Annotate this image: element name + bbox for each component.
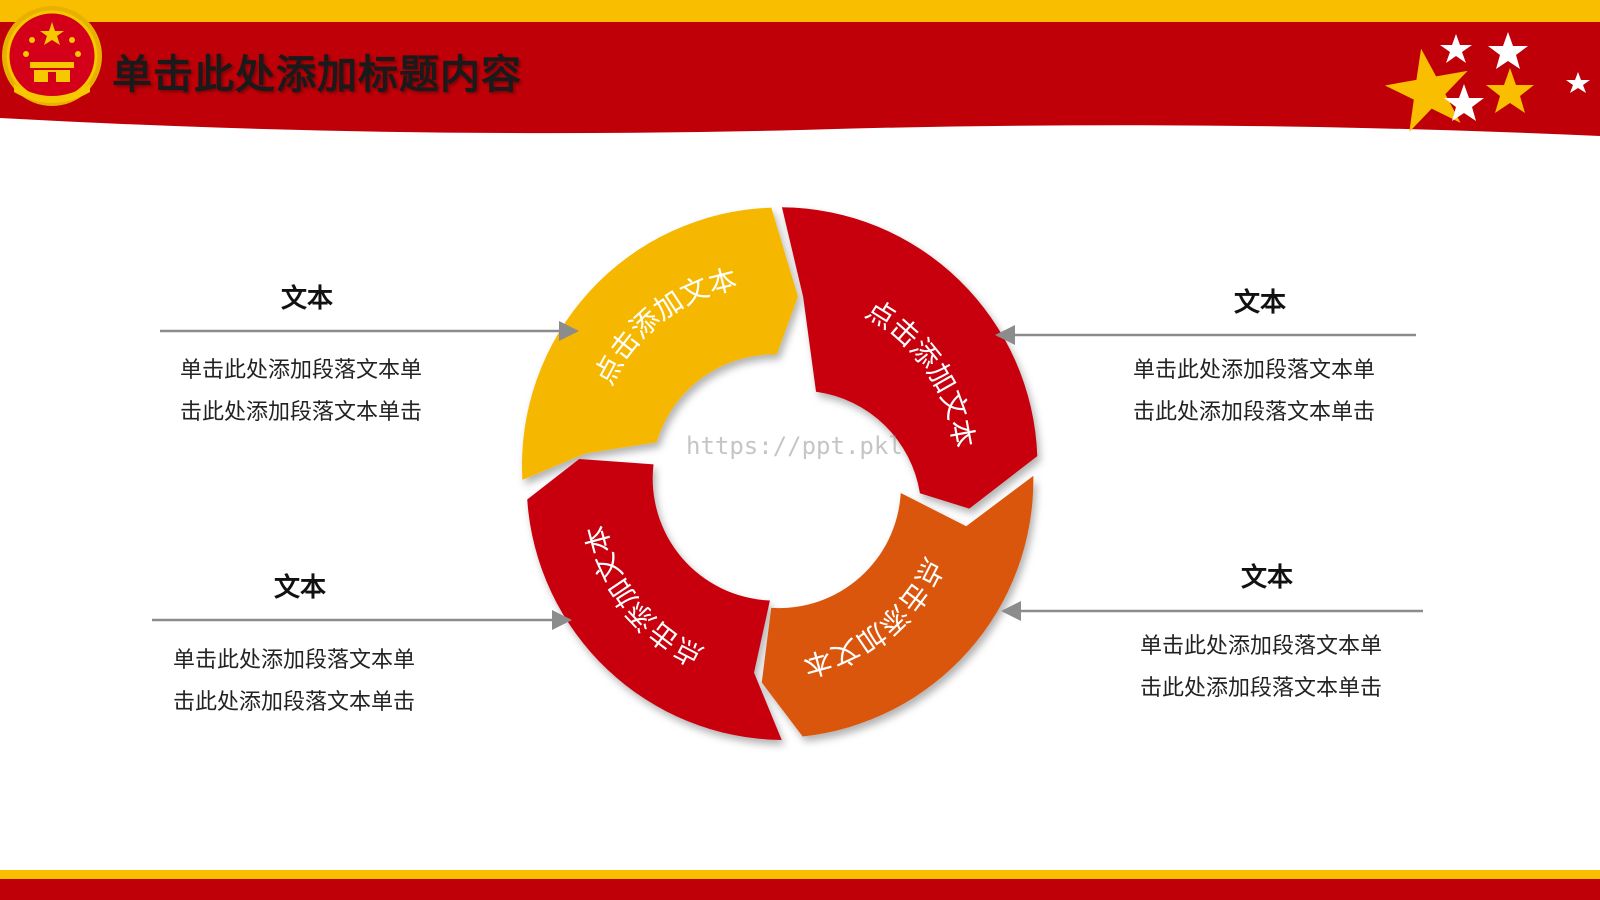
- callout-heading: 文本: [1233, 288, 1286, 318]
- national-emblem-icon: [2, 6, 102, 106]
- callout-body: 单击此处添加段落文本单 击此处添加段落文本单击: [1140, 626, 1440, 710]
- callout-line: 单击此处添加段落文本单: [173, 648, 416, 673]
- callout-body: 单击此处添加段落文本单 击此处添加段落文本单击: [173, 640, 473, 724]
- callout-line: 击此处添加段落文本单击: [1140, 676, 1383, 701]
- callout-body: 单击此处添加段落文本单 击此处添加段落文本单击: [180, 350, 480, 434]
- callout-line: 单击此处添加段落文本单: [1133, 358, 1376, 383]
- watermark: https://ppt.pkll.d: [686, 432, 904, 460]
- callout-heading: 文本: [273, 573, 326, 603]
- callout-line: 击此处添加段落文本单击: [180, 400, 423, 425]
- callout-line: 击此处添加段落文本单击: [173, 690, 416, 715]
- callout-heading: 文本: [280, 284, 333, 314]
- page-title: 单击此处添加标题内容: [112, 52, 522, 98]
- callout-heading: 文本: [1240, 563, 1293, 593]
- footer-band: [0, 870, 1600, 900]
- callout-line: 单击此处添加段落文本单: [1140, 634, 1383, 659]
- callout-body: 单击此处添加段落文本单 击此处添加段落文本单击: [1133, 350, 1433, 434]
- cycle-segment-1: [521, 207, 798, 480]
- cycle-segment-3: [761, 475, 1034, 737]
- cycle-segment-2: [781, 207, 1038, 509]
- callout-line: 单击此处添加段落文本单: [180, 358, 423, 383]
- callout-line: 击此处添加段落文本单击: [1133, 400, 1376, 425]
- five-star-cluster-icon: [1384, 32, 1590, 132]
- header-band: [0, 0, 1600, 136]
- cycle-segment-4: [527, 458, 782, 741]
